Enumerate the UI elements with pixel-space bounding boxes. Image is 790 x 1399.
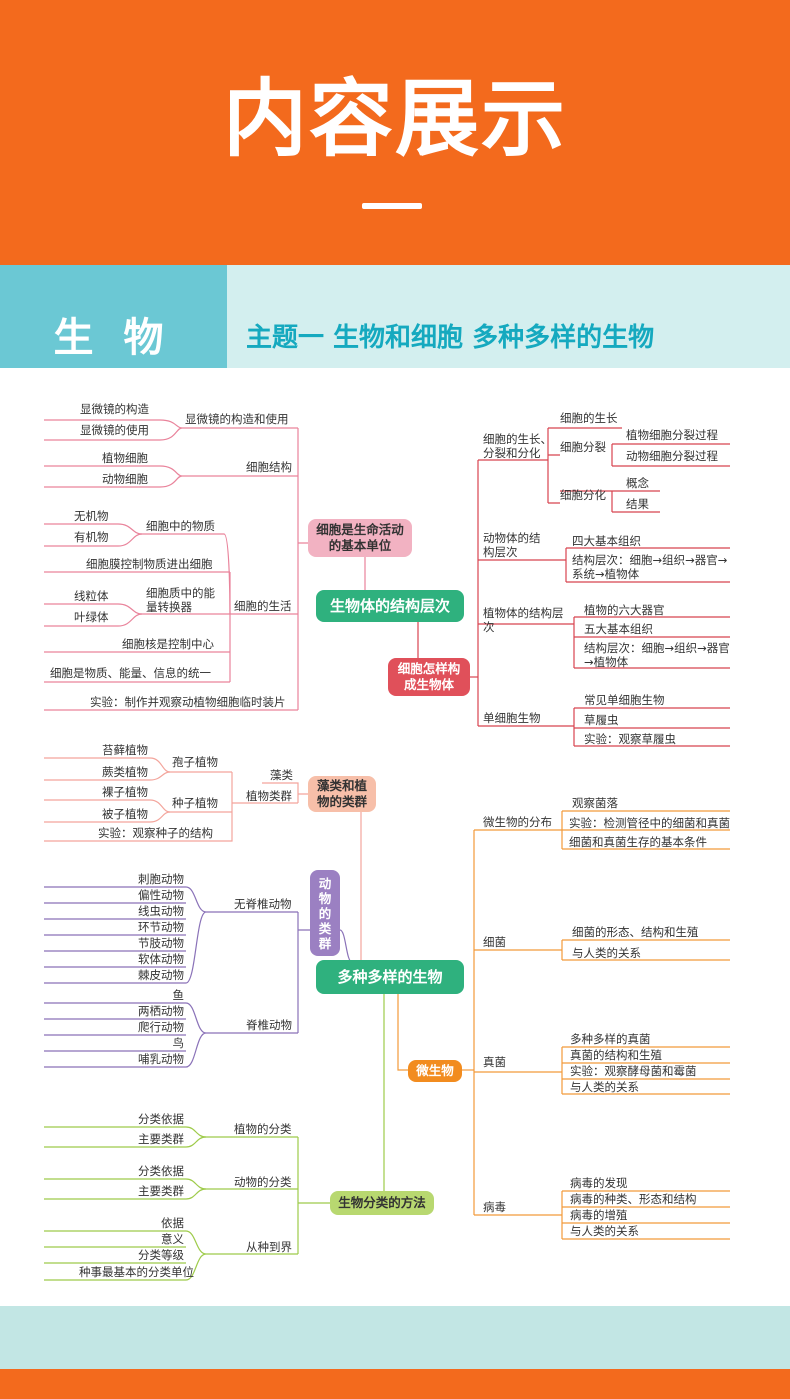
subject-tab <box>0 265 227 368</box>
connector <box>185 1230 298 1281</box>
connector <box>44 613 143 627</box>
connector <box>474 1190 730 1240</box>
connector <box>375 994 385 1204</box>
connector <box>44 1126 298 1138</box>
connector <box>44 757 232 773</box>
connector <box>44 475 183 488</box>
top-banner <box>0 0 790 265</box>
connector <box>44 886 186 984</box>
connector <box>339 929 353 963</box>
connector <box>44 1178 298 1190</box>
connector <box>478 547 730 583</box>
connector <box>478 616 730 669</box>
connector <box>229 572 298 682</box>
connector <box>44 465 298 477</box>
connector <box>297 1137 330 1254</box>
connector <box>44 799 232 813</box>
connector <box>223 533 231 615</box>
connector <box>560 490 660 513</box>
connector <box>44 419 298 429</box>
topic-title: 主题一 生物和细胞 多种多样的生物 <box>246 323 655 353</box>
connector <box>474 810 730 850</box>
banner-divider <box>362 203 422 209</box>
connector <box>44 1188 207 1200</box>
bottom-strip <box>0 1369 790 1399</box>
subject-label: 生物 <box>53 314 194 361</box>
connector <box>44 772 298 842</box>
connector <box>44 427 183 441</box>
connector <box>44 1002 186 1068</box>
connector <box>547 427 622 504</box>
banner-title: 内容展示 <box>222 70 567 168</box>
connector <box>44 1136 207 1148</box>
connector <box>474 1046 730 1095</box>
connector <box>297 912 310 1033</box>
connector <box>44 1230 186 1281</box>
bottom-band <box>0 1306 790 1369</box>
connector <box>185 1002 298 1068</box>
connector <box>478 707 730 747</box>
connector <box>474 939 730 961</box>
connector <box>185 886 298 984</box>
connector <box>397 994 408 1071</box>
connector <box>44 533 143 547</box>
connector <box>262 782 308 803</box>
connector <box>44 771 171 781</box>
connector <box>44 523 224 535</box>
connector <box>611 443 730 467</box>
connector <box>297 428 308 710</box>
connector <box>44 811 171 823</box>
connector <box>44 603 230 615</box>
